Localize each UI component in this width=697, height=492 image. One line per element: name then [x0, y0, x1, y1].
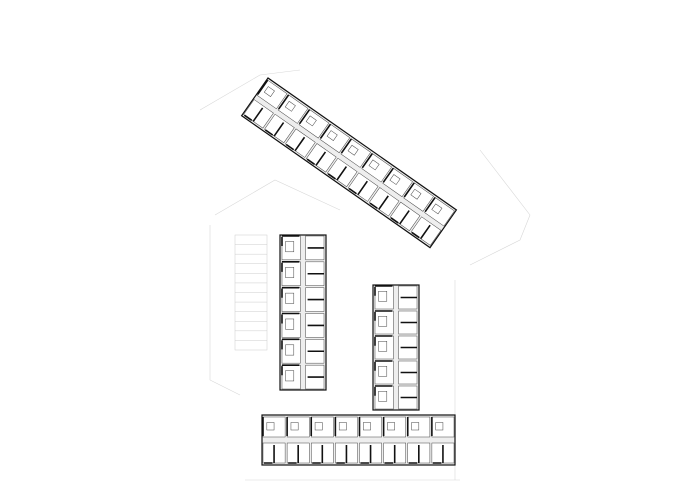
apartment-unit	[334, 416, 358, 464]
apartment-unit	[410, 197, 455, 246]
apartment-unit	[306, 123, 351, 173]
apartment-unit	[406, 416, 431, 464]
exterior-wall	[240, 77, 458, 249]
site-boundary	[199, 69, 531, 481]
exterior-wall	[261, 414, 456, 466]
apartment-unit	[374, 310, 418, 335]
exterior-wall	[372, 284, 420, 411]
apartment-unit	[310, 416, 334, 464]
apartment-unit	[262, 416, 286, 464]
apartment-unit	[281, 235, 325, 261]
apartment-unit	[285, 109, 330, 158]
corridor	[280, 235, 326, 390]
parking-area	[234, 234, 268, 351]
west-wing	[279, 234, 327, 391]
apartment-unit	[374, 285, 418, 310]
apartment-unit	[286, 416, 310, 464]
east-wing	[372, 284, 420, 411]
apartment-unit	[264, 94, 309, 144]
exterior-wall	[279, 234, 327, 391]
apartment-unit	[281, 338, 325, 364]
apartment-unit	[382, 416, 406, 464]
rotated-north-wing	[240, 77, 458, 249]
apartment-unit	[281, 261, 325, 286]
apartment-unit	[243, 79, 288, 129]
apartment-unit	[281, 312, 325, 338]
apartment-unit	[368, 167, 413, 217]
apartment-unit	[358, 416, 382, 464]
apartment-unit	[281, 364, 325, 390]
apartment-unit	[389, 182, 434, 232]
apartment-unit	[347, 153, 392, 202]
apartment-unit	[326, 138, 372, 188]
apartment-unit	[431, 416, 455, 464]
building-wings	[240, 77, 458, 466]
apartment-unit	[374, 335, 418, 360]
apartment-unit	[374, 385, 418, 410]
south-wing	[261, 414, 456, 466]
apartment-unit	[281, 286, 325, 312]
apartment-unit	[374, 360, 418, 385]
